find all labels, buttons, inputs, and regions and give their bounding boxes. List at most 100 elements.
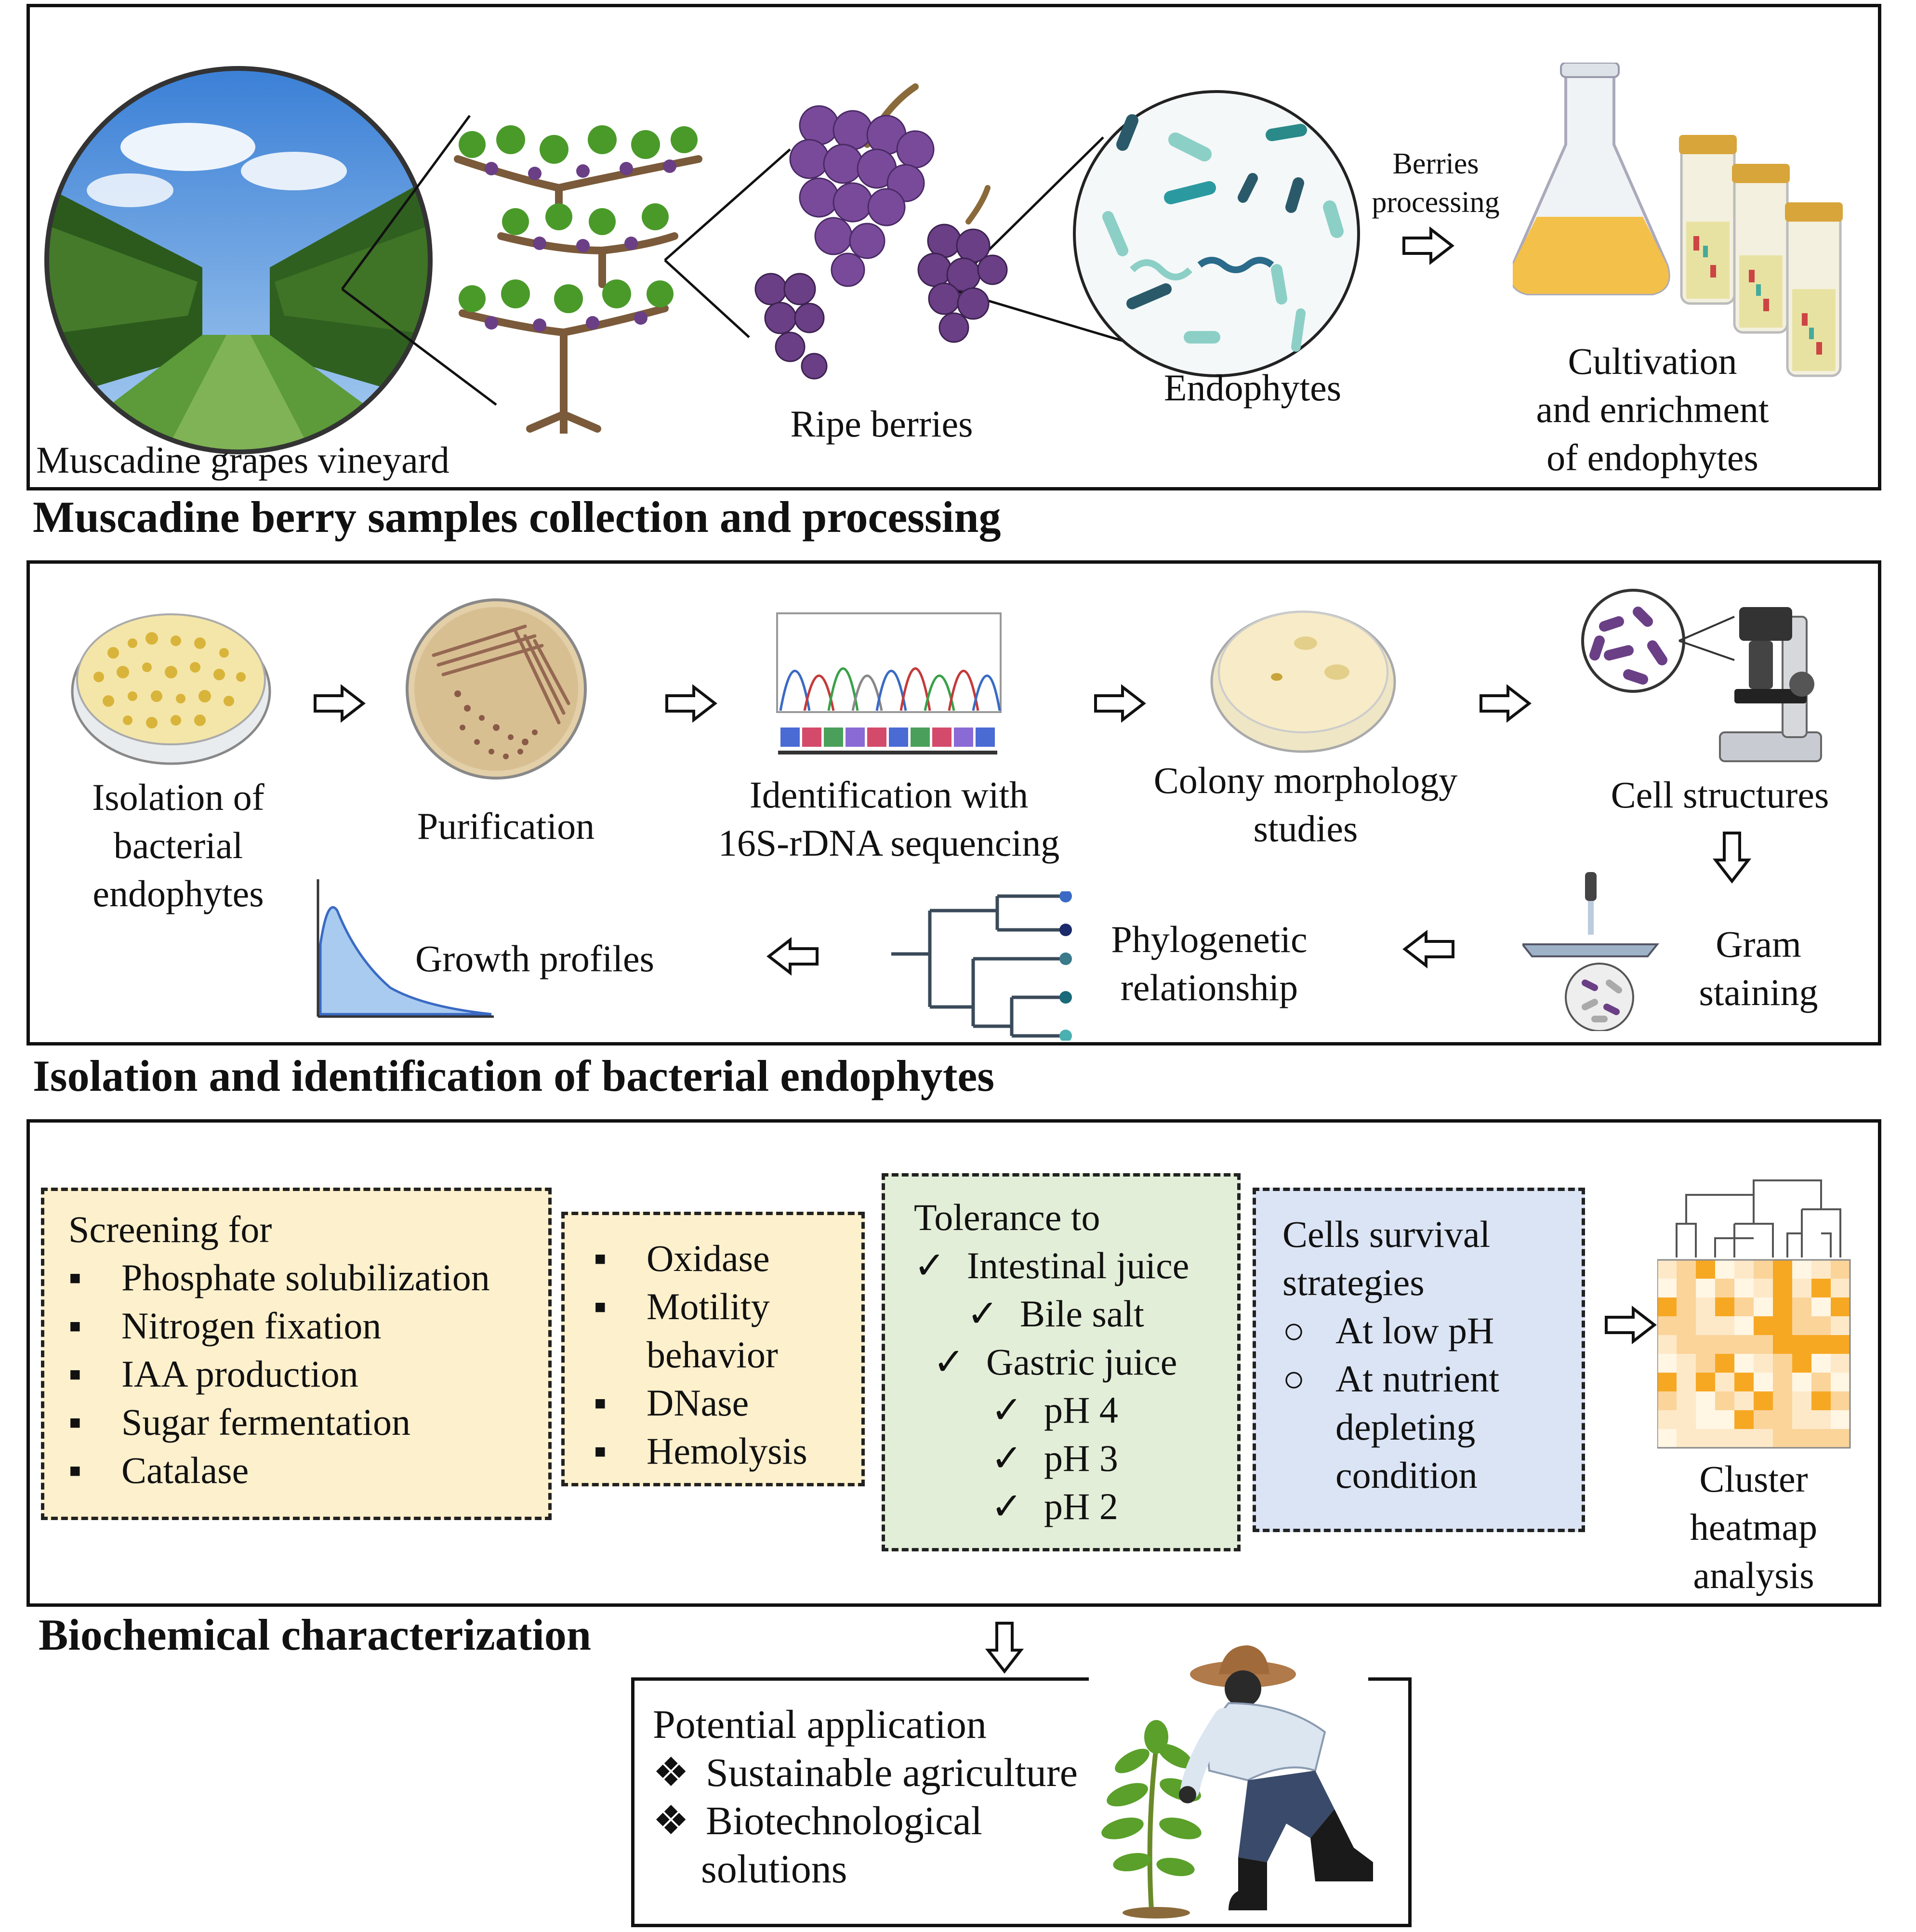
heatmap-cell bbox=[1677, 1279, 1696, 1297]
heatmap-cell bbox=[1811, 1354, 1831, 1373]
heatmap-cell bbox=[1715, 1335, 1734, 1354]
survival-box: Cells survival strategies ○At low pH ○At… bbox=[1253, 1188, 1585, 1532]
panel1-title: Muscadine berry samples collection and p… bbox=[33, 492, 1001, 542]
heatmap-cell bbox=[1734, 1260, 1754, 1279]
heatmap-cell bbox=[1811, 1316, 1831, 1335]
heatmap-cell bbox=[1792, 1279, 1811, 1297]
heatmap-cell bbox=[1734, 1354, 1754, 1373]
isolation-line-3: endophytes bbox=[92, 873, 264, 914]
screening-item: ▪Sugar fermentation bbox=[68, 1401, 410, 1443]
heatmap-cell bbox=[1715, 1316, 1734, 1335]
heatmap-cell bbox=[1792, 1260, 1811, 1279]
cultivation-line-1: Cultivation bbox=[1568, 340, 1737, 382]
heatmap-label: Cluster heatmap analysis bbox=[1648, 1455, 1860, 1600]
heatmap-cell bbox=[1657, 1391, 1677, 1410]
heatmap-cell bbox=[1696, 1410, 1715, 1429]
sequencing-chromatogram bbox=[776, 612, 1002, 756]
grapevine-illustration bbox=[443, 106, 713, 437]
heatmap-cell bbox=[1734, 1279, 1754, 1297]
heatmap-cell bbox=[1811, 1279, 1831, 1297]
phylo-line-1: Phylogenetic bbox=[1111, 918, 1308, 960]
heatmap-line-1: Cluster bbox=[1699, 1458, 1808, 1500]
processing-line-1: Berries bbox=[1392, 147, 1479, 180]
heatmap-cell bbox=[1773, 1354, 1792, 1373]
screening-heading: Screening for bbox=[68, 1208, 272, 1250]
heatmap-cell bbox=[1677, 1335, 1696, 1354]
heatmap-cell bbox=[1734, 1335, 1754, 1354]
tolerance-item: ✓Bile salt bbox=[967, 1293, 1144, 1335]
vineyard-label: Muscadine grapes vineyard bbox=[36, 439, 449, 481]
application-heading: Potential application bbox=[653, 1702, 987, 1747]
heatmap-cell bbox=[1677, 1260, 1696, 1279]
isolation-petri-dish bbox=[70, 595, 272, 768]
endophytes-illustration bbox=[1070, 87, 1363, 381]
tolerance-item: ✓pH 4 bbox=[991, 1389, 1118, 1431]
right-arrow-icon bbox=[1094, 684, 1146, 723]
heatmap-cell bbox=[1677, 1410, 1696, 1429]
survival-heading-line-2: strategies bbox=[1282, 1261, 1425, 1303]
heatmap-cell bbox=[1677, 1316, 1696, 1335]
growth-profiles-label: Growth profiles bbox=[415, 938, 655, 979]
heatmap-cell bbox=[1792, 1354, 1811, 1373]
heatmap-cell bbox=[1715, 1354, 1734, 1373]
survival-item: depleting bbox=[1335, 1406, 1476, 1448]
heatmap-cell bbox=[1734, 1429, 1754, 1448]
phylogenetic-tree bbox=[886, 890, 1079, 1042]
test-item: behavior bbox=[647, 1334, 778, 1376]
heatmap-cell bbox=[1677, 1297, 1696, 1316]
panel3-title: Biochemical characterization bbox=[39, 1610, 592, 1659]
purification-petri-dish bbox=[405, 597, 588, 781]
heatmap-cell bbox=[1715, 1410, 1734, 1429]
heatmap-cell bbox=[1792, 1335, 1811, 1354]
endophytes-label: Endophytes bbox=[1163, 367, 1342, 409]
berries-processing-label: Berries processing bbox=[1359, 145, 1513, 222]
heatmap-cell bbox=[1754, 1429, 1773, 1448]
colony-label: Colony morphology studies bbox=[1108, 756, 1503, 853]
heatmap-cell bbox=[1754, 1297, 1773, 1316]
growth-curve-illustration bbox=[313, 877, 496, 1021]
heatmap-line-3: analysis bbox=[1693, 1554, 1814, 1596]
heatmap-cell bbox=[1754, 1410, 1773, 1429]
colony-line-2: studies bbox=[1253, 807, 1358, 849]
heatmap-cell bbox=[1657, 1373, 1677, 1391]
tolerance-item: ✓pH 3 bbox=[991, 1437, 1118, 1479]
isolation-label: Isolation of bacterial endophytes bbox=[53, 773, 304, 918]
heatmap-cell bbox=[1657, 1429, 1677, 1448]
heatmap-cell bbox=[1811, 1297, 1831, 1316]
survival-item: ○At low pH bbox=[1282, 1310, 1494, 1351]
heatmap-cell bbox=[1734, 1316, 1754, 1335]
heatmap-cell bbox=[1811, 1335, 1831, 1354]
heatmap-cell bbox=[1657, 1335, 1677, 1354]
heatmap-cell bbox=[1696, 1279, 1715, 1297]
zoom-lines bbox=[341, 115, 1176, 406]
heatmap-cell bbox=[1715, 1279, 1734, 1297]
heatmap-cell bbox=[1831, 1279, 1850, 1297]
heatmap-cell bbox=[1696, 1354, 1715, 1373]
ripe-berries-illustration bbox=[742, 77, 1012, 390]
left-arrow-icon bbox=[766, 937, 819, 976]
right-arrow-icon bbox=[1605, 1306, 1657, 1344]
heatmap-cell bbox=[1831, 1335, 1850, 1354]
heatmap-cell bbox=[1754, 1316, 1773, 1335]
screening-item: ▪Phosphate solubilization bbox=[68, 1257, 490, 1298]
heatmap-cell bbox=[1792, 1429, 1811, 1448]
phylogenetic-label: Phylogenetic relationship bbox=[1074, 915, 1344, 1012]
vineyard-photo bbox=[43, 65, 434, 455]
heatmap-cell bbox=[1696, 1297, 1715, 1316]
gram-staining-illustration bbox=[1520, 867, 1667, 1032]
heatmap-cell bbox=[1734, 1391, 1754, 1410]
survival-item: condition bbox=[1335, 1454, 1478, 1496]
microscope-illustration bbox=[1575, 588, 1826, 771]
screening-item: ▪Catalase bbox=[68, 1449, 249, 1491]
identification-label: Identification with 16S-rDNA sequencing bbox=[684, 771, 1094, 867]
down-arrow-icon bbox=[1713, 832, 1751, 884]
heatmap-cell bbox=[1831, 1373, 1850, 1391]
heatmap-cell bbox=[1792, 1297, 1811, 1316]
heatmap-cell bbox=[1811, 1391, 1831, 1410]
test-item: ▪Oxidase bbox=[594, 1237, 770, 1279]
heatmap-cell bbox=[1696, 1429, 1715, 1448]
heatmap-cell bbox=[1754, 1373, 1773, 1391]
application-item: solutions bbox=[701, 1847, 847, 1892]
heatmap-cell bbox=[1831, 1410, 1850, 1429]
gram-staining-label: Gram staining bbox=[1662, 920, 1855, 1017]
